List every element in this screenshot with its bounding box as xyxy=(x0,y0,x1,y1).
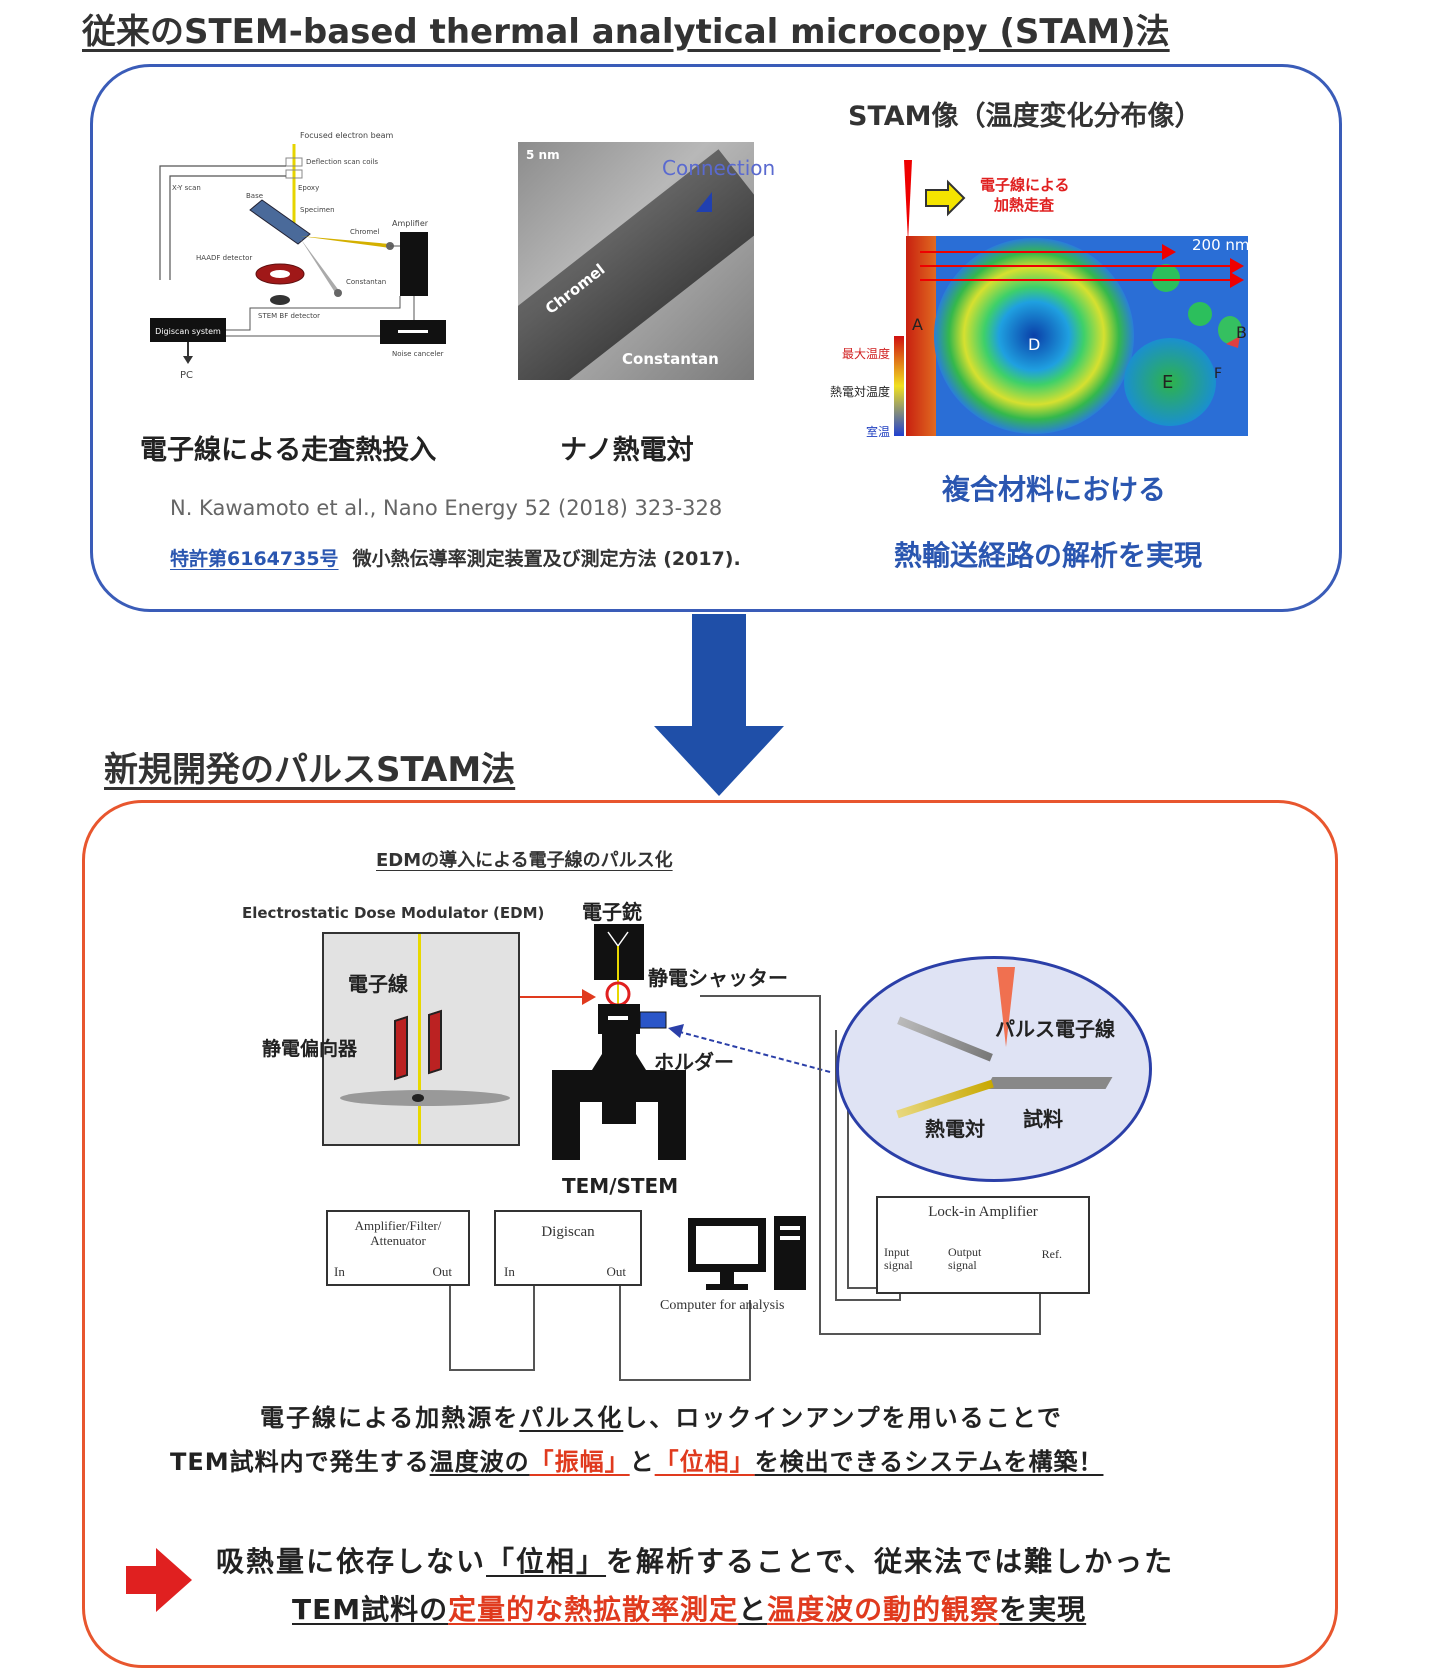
sample-label: 試料 xyxy=(1023,1107,1063,1131)
thermocouple-tem-image: 5 nm Chromel Constantan xyxy=(518,142,754,380)
amplifier-title: Amplifier/Filter/ Attenuator xyxy=(354,1218,442,1248)
region-a-label: A xyxy=(912,315,923,334)
coils-label: Deflection scan coils xyxy=(306,158,378,166)
lockin-title: Lock-in Amplifier xyxy=(928,1204,1038,1220)
scan-label-1: 電子線による xyxy=(980,176,1070,194)
connection-pointer-icon xyxy=(696,192,712,212)
stam-image-title: STAM像（温度変化分布像） xyxy=(848,101,1202,132)
constantan-wire-label: Constantan xyxy=(622,350,719,368)
region-f-label: F xyxy=(1214,366,1222,382)
tem-scale-bar: 5 nm xyxy=(526,148,560,162)
shutter-label: 静電シャッター xyxy=(648,966,788,990)
digiscan-in-port: In xyxy=(504,1264,515,1279)
edm-box: 電子線 xyxy=(322,932,520,1146)
holder-zoom-arrow xyxy=(668,1024,831,1073)
thermocouple-caption: ナノ熱電対 xyxy=(560,435,694,466)
edm-deflector-label: 静電偏向器 xyxy=(262,1038,358,1060)
aperture-disk xyxy=(340,1090,510,1106)
conclusion-line-2: TEM試料の定量的な熱拡散率測定と温度波の動的観察を実現 xyxy=(292,1593,1087,1626)
sample-plate xyxy=(985,1077,1113,1089)
reference-citation: N. Kawamoto et al., Nano Energy 52 (2018… xyxy=(170,496,723,520)
conventional-panel xyxy=(90,64,1342,612)
scan-label-2: 加熱走査 xyxy=(993,196,1055,214)
tem-column-diagram xyxy=(552,924,686,1160)
specimen-label: Specimen xyxy=(300,206,335,214)
amp-out-port: Out xyxy=(432,1264,453,1279)
legend-room: 室温 xyxy=(866,424,890,439)
constantan-wire xyxy=(897,1016,993,1062)
pc-label: PC xyxy=(180,370,193,381)
amp-in-port: In xyxy=(334,1264,345,1279)
conclusion-arrow-icon xyxy=(126,1548,192,1612)
bf-detector-label: STEM BF detector xyxy=(258,312,320,320)
edm-arrow-head-icon xyxy=(582,989,596,1005)
computer-icon xyxy=(688,1216,806,1290)
region-d-label: D xyxy=(1028,335,1040,354)
setup-caption: 電子線による走査熱投入 xyxy=(140,435,437,466)
deflector-plate-left xyxy=(394,1015,408,1081)
digiscan-label: Digiscan system xyxy=(155,327,221,336)
digiscan-title: Digiscan xyxy=(541,1224,595,1240)
connection-label: Connection xyxy=(662,156,776,180)
legend-max: 最大温度 xyxy=(842,346,890,361)
pulse-beam-cone xyxy=(997,967,1015,1047)
chromel-label: Chromel xyxy=(350,228,379,236)
epoxy-label: Epoxy xyxy=(298,184,319,192)
deflector-plate-right xyxy=(428,1009,442,1075)
down-arrow-icon xyxy=(654,614,784,796)
pulse-beam-label: パルス電子線 xyxy=(995,1017,1115,1041)
lockin-amplifier-box: Lock-in Amplifier Input signal Output si… xyxy=(876,1196,1090,1294)
amplifier-box: Amplifier/Filter/ Attenuator In Out xyxy=(326,1210,470,1286)
legend-thermocouple: 熱電対温度 xyxy=(830,384,890,399)
lockin-output-port: Output signal xyxy=(948,1245,982,1272)
patent-title: 微小熱伝導率測定装置及び測定方法 (2017). xyxy=(352,548,741,570)
base-label: Base xyxy=(246,192,263,200)
aperture-hole xyxy=(412,1094,424,1102)
haadf-label: HAADF detector xyxy=(196,254,252,262)
conclusion-line-1: 吸熱量に依存しない「位相」を解析することで、従来法では難しかった xyxy=(216,1545,1175,1578)
region-b-label: B xyxy=(1236,323,1247,342)
pulse-stam-panel xyxy=(82,800,1338,1668)
gun-label: 電子銃 xyxy=(582,900,642,924)
beam-label: Focused electron beam xyxy=(300,132,394,140)
stam-temperature-map: 電子線による 加熱走査 200 nm A B D E F 最大温度 熱電対温度 … xyxy=(830,160,1250,439)
tem-stem-label: TEM/STEM xyxy=(562,1174,679,1198)
stam-scale-bar: 200 nm xyxy=(1192,236,1250,254)
computer-label: Computer for analysis xyxy=(660,1298,785,1313)
patent-link[interactable]: 特許第6164735号 xyxy=(170,548,339,570)
lockin-ref-port: Ref. xyxy=(1041,1247,1062,1261)
digiscan-out-port: Out xyxy=(606,1264,627,1279)
lockin-input-port: Input signal xyxy=(884,1245,913,1272)
region-e-label: E xyxy=(1162,372,1173,393)
stam-caption-1: 複合材料における xyxy=(942,473,1167,506)
section-title-conventional: 従来のSTEM-based thermal analytical microco… xyxy=(82,12,1170,52)
edm-arrow-line xyxy=(520,996,584,998)
digiscan-box: Digiscan In Out xyxy=(494,1210,642,1286)
xy-scan-label: X-Y scan xyxy=(172,184,201,192)
noise-canceler-label: Noise canceler xyxy=(392,350,444,358)
edm-beam-line xyxy=(418,934,421,1144)
constantan-label: Constantan xyxy=(346,278,386,286)
edm-title: EDMの導入による電子線のパルス化 xyxy=(376,850,673,871)
description-line-1: 電子線による加熱源をパルス化し、ロックインアンプを用いることで xyxy=(260,1404,1063,1432)
thermocouple-label: 熱電対 xyxy=(925,1117,985,1141)
stam-caption-2: 熱輸送経路の解析を実現 xyxy=(894,539,1203,572)
thermocouple-wire-shape xyxy=(518,149,754,380)
sample-zoom-circle: パルス電子線 試料 熱電対 xyxy=(836,956,1152,1182)
edm-beam-label: 電子線 xyxy=(348,972,408,996)
description-line-2: TEM試料内で発生する温度波の「振幅」と「位相」を検出できるシステムを構築！ xyxy=(170,1448,1104,1476)
amplifier-label: Amplifier xyxy=(392,219,429,228)
edm-label: Electrostatic Dose Modulator (EDM) xyxy=(242,904,545,922)
stam-setup-diagram: Digiscan system Focused electron beam De… xyxy=(150,132,446,381)
section-title-pulse: 新規開発のパルスSTAM法 xyxy=(104,750,516,790)
